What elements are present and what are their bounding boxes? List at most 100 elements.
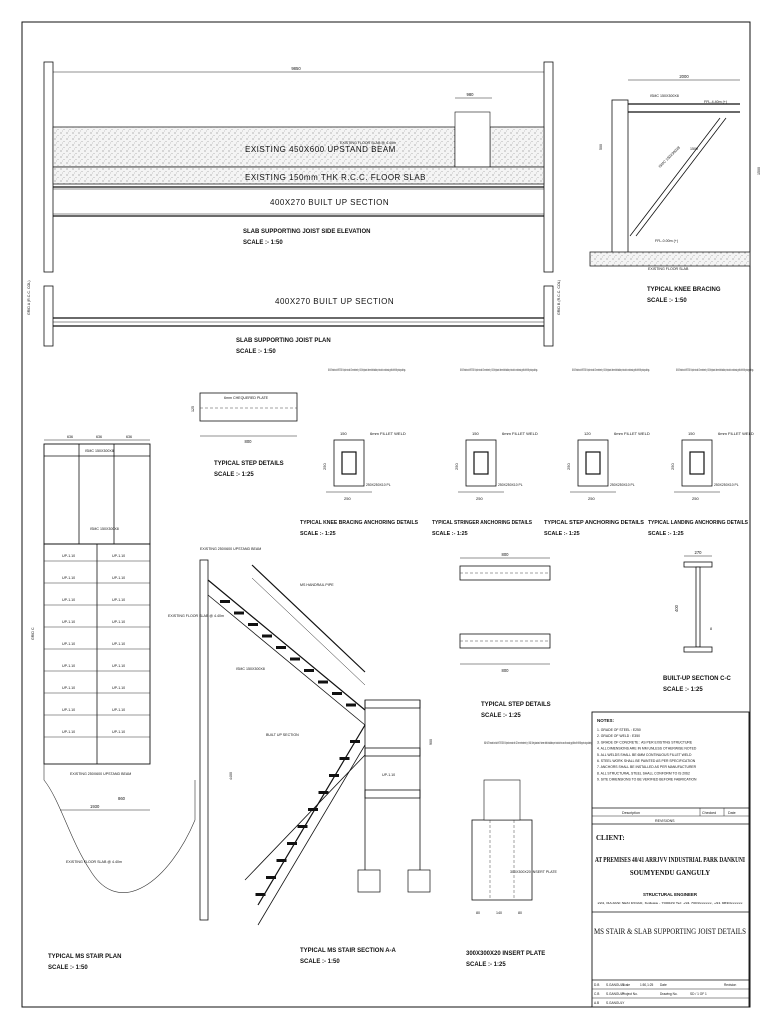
note-item: 9. SITE DIMENSIONS TO BE VERIFIED BEFORE…	[597, 778, 697, 782]
anchor-d1: 120	[584, 431, 591, 436]
upper-tread	[248, 623, 258, 626]
stair-section-title: TYPICAL MS STAIR SECTION A-A	[300, 948, 397, 954]
anchor-weld: 6mm FILLET WELD	[718, 431, 754, 436]
anchor-section	[473, 451, 489, 475]
plan-step-left: UP-1.10	[62, 730, 75, 734]
upper-tread	[318, 680, 328, 684]
step1-dim-h: 125	[191, 406, 195, 412]
client-address: 224, RAJANI SEN ROAD, Kolkata - 700029 T…	[598, 901, 744, 905]
builtup-dim-t: 8	[710, 627, 712, 631]
builtup-dim-h: 400	[674, 604, 679, 612]
anchor-scale: SCALE :- 1:25	[648, 531, 684, 537]
stair-plan-steps: UP-1.10UP-1.10UP-1.10UP-1.10UP-1.10UP-1.…	[44, 554, 150, 738]
anchor-note: M16 HILTI threaded rod with HIT-RE 500 V…	[676, 368, 754, 372]
revision-col-date: Date	[728, 811, 736, 815]
upper-tread	[220, 600, 230, 603]
stair-plan-dim-bottom: 1930	[90, 804, 100, 809]
plan-step-left: UP-1.10	[62, 598, 75, 602]
title-cell: S.GANGULY	[606, 992, 625, 996]
side-label-2: GRID B (R.C.C. COL)	[557, 280, 561, 315]
plan-step-right: UP-1.10	[112, 642, 125, 646]
stair-plan-landing-label: ISMC 150X300X8	[85, 449, 114, 453]
plan-step-right: UP-1.10	[112, 686, 125, 690]
lower-tread	[329, 774, 339, 777]
anchor-scale: SCALE :- 1:25	[300, 531, 336, 537]
anchor-d2: 250	[322, 463, 327, 470]
revision-col-checked: Checked	[702, 811, 716, 815]
anchor-d3: 250	[476, 496, 483, 501]
anchor-plate	[681, 439, 713, 487]
step-detail-2: 800 800 TYPICAL STEP DETAILS SCALE :- 1:…	[459, 552, 551, 719]
elevation-ffl-label: EXISTING FLOOR SLAB @ 4.40m	[340, 141, 396, 145]
step1-dim-w: 800	[245, 439, 253, 444]
title-cell: D.B	[594, 983, 599, 987]
plan-step-right: UP-1.10	[112, 620, 125, 624]
anchor-scale: SCALE :- 1:25	[544, 531, 580, 537]
revision-label: REVISIONS	[655, 819, 675, 823]
plan-step-right: UP-1.10	[112, 576, 125, 580]
plan-step-right: UP-1.10	[112, 730, 125, 734]
upstand-beam	[52, 126, 456, 168]
builtup-section: 270 400 8 BUILT-UP SECTION C-C SCALE :- …	[663, 550, 731, 693]
anchor-plate	[577, 439, 609, 487]
anchor-note: M16 HILTI threaded rod with HIT-RE 500 V…	[328, 368, 406, 372]
anchor-section	[585, 451, 601, 475]
knee-plate-label: ISMC 150X300X8	[650, 94, 679, 98]
anchor-plate-label: 250X250X10 PL	[610, 483, 635, 487]
plan-step-right: UP-1.10	[112, 598, 125, 602]
step1-title: TYPICAL STEP DETAILS	[214, 461, 284, 467]
anchor-d3: 250	[588, 496, 595, 501]
anchor-plate-label: 250X250X10 PL	[366, 483, 391, 487]
client-role: STRUCTURAL ENGINEER	[643, 892, 698, 897]
plan-step-right: UP-1.10	[112, 554, 125, 558]
anchor-title: TYPICAL LANDING ANCHORING DETAILS	[648, 520, 748, 526]
title-cell: Project No.	[622, 992, 638, 996]
knee-side-dim: 1500	[757, 167, 761, 175]
title-cell: 1:50,1:25	[640, 983, 654, 987]
title-cell: Revision	[724, 983, 736, 987]
upper-tread	[332, 692, 342, 695]
builtup-dim-top: 270	[695, 550, 703, 555]
anchor-weld: 6mm FILLET WELD	[614, 431, 650, 436]
stair-section-dim-v2: 900	[429, 739, 433, 745]
plan-step-left: UP-1.10	[62, 708, 75, 712]
anchor-detail-2: M16 HILTI threaded rod with HIT-RE 500 V…	[432, 368, 538, 537]
anchor-plate	[465, 439, 497, 487]
note-item: 8. ALL STRUCTURAL STEEL SHALL CONFORM TO…	[597, 771, 690, 775]
note-item: 1. GRADE OF STEEL : E250	[597, 728, 641, 732]
knee-brace-label: ISMC 150X300X8	[658, 146, 681, 169]
stair-plan-dim-1: 636	[67, 435, 73, 439]
slab-label: EXISTING 150mm THK R.C.C. FLOOR SLAB	[245, 173, 426, 182]
anchor-d1: 150	[472, 431, 479, 436]
step-detail-1: 6mm CHEQUERED PLATE 125 800 TYPICAL STEP…	[191, 392, 298, 478]
lower-tread	[266, 876, 276, 879]
title-cell: SD / 1 OF 1	[690, 992, 707, 996]
anchor-detail-3: M16 HILTI threaded rod with HIT-RE 500 V…	[544, 368, 650, 537]
step2-dim-top: 800	[502, 552, 510, 557]
anchor-d2: 250	[566, 463, 571, 470]
anchor-d2: 250	[670, 463, 675, 470]
anchor-d1: 150	[340, 431, 347, 436]
anchor-title: TYPICAL STEP ANCHORING DETAILS	[544, 520, 644, 526]
upper-tread	[262, 634, 272, 638]
stair-section-builtup: BUILT UP SECTION	[266, 733, 299, 737]
step1-plate-label: 6mm CHEQUERED PLATE	[224, 396, 269, 400]
slab-joist-elevation: 9850 980 EXISTING 450X600 UPSTAND BEAM E…	[43, 61, 554, 273]
anchor-plate-label: 250X250X10 PL	[498, 483, 523, 487]
stair-plan-upstand: EXISTING 250X600 UPSTAND BEAM	[70, 772, 131, 776]
step2-title: TYPICAL STEP DETAILS	[481, 702, 551, 708]
title-cell: Scale	[622, 983, 630, 987]
note-item: 4. ALL DIMENSIONS ARE IN MM UNLESS OTHER…	[597, 747, 697, 751]
note-item: 2. GRADE OF WELD : E350	[597, 734, 640, 738]
title-cell: Date	[660, 983, 667, 987]
plan-step-left: UP-1.10	[62, 620, 75, 624]
lower-tread	[287, 842, 297, 845]
client-line1: AT PREMISES 40/41 ARRJVV INDUSTRIAL PARK…	[595, 857, 745, 864]
anchor-weld: 6mm FILLET WELD	[502, 431, 538, 436]
builtup-title: BUILT-UP SECTION C-C	[663, 676, 731, 682]
upper-tread	[234, 611, 244, 615]
step2-dim-bot: 800	[502, 668, 510, 673]
plan-step-left: UP-1.10	[62, 664, 75, 668]
